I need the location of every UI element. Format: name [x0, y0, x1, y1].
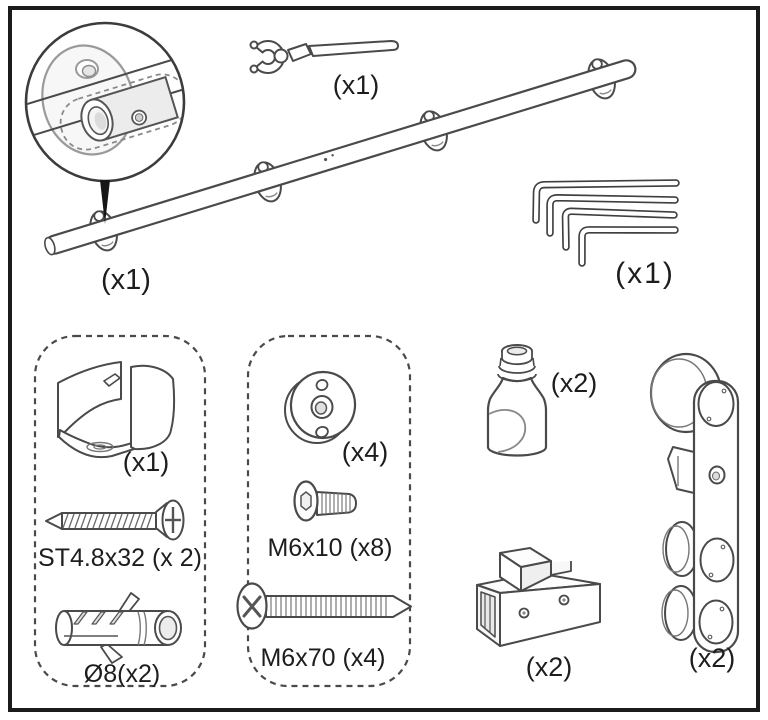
door-stopper-qty-label: (x2)	[551, 368, 598, 398]
fastener-group-box-left	[33, 334, 207, 688]
wood-screw-illustration	[45, 499, 185, 541]
hex-key-set-illustration	[532, 179, 680, 267]
rail-illustration	[44, 58, 637, 256]
spacer-cylinder-detail	[80, 75, 179, 142]
anti-jump-block-qty-label: (x2)	[526, 652, 573, 682]
roller-hanger-qty-label: (x2)	[689, 643, 736, 673]
door-clamp-qty-label: (x1)	[123, 447, 170, 477]
m6x70-screw-illustration	[236, 582, 412, 630]
wrench-qty-label: (x1)	[333, 70, 380, 100]
hex-key-set-qty-label: (x1)	[615, 257, 675, 290]
fastener-group-box-middle	[246, 334, 412, 688]
roller-hanger-illustration	[649, 352, 740, 654]
m6x10-screw-illustration	[293, 480, 357, 522]
wood-screw-spec-label: ST4.8x32 (x 2)	[38, 544, 202, 572]
page-border	[8, 6, 760, 712]
anti-jump-block-illustration	[476, 547, 601, 647]
m6x10-screw-spec-label: M6x10 (x8)	[267, 534, 392, 562]
rail-qty-label: (x1)	[101, 264, 151, 296]
magnifier-pointer	[100, 180, 110, 224]
wall-anchor-illustration	[55, 592, 182, 664]
spacer-washer-qty-label: (x4)	[342, 437, 389, 467]
door-stopper-illustration	[486, 344, 548, 457]
wrench-illustration	[249, 40, 399, 74]
detail-magnifier-circle	[24, 21, 186, 224]
door-clamp-illustration	[57, 361, 176, 459]
wall-anchor-spec-label: Ø8(x2)	[84, 660, 160, 688]
hidden-rail-dashed-outline	[59, 73, 183, 151]
spacer-washer-illustration	[284, 370, 357, 444]
m6x70-screw-spec-label: M6x70 (x4)	[260, 644, 385, 672]
